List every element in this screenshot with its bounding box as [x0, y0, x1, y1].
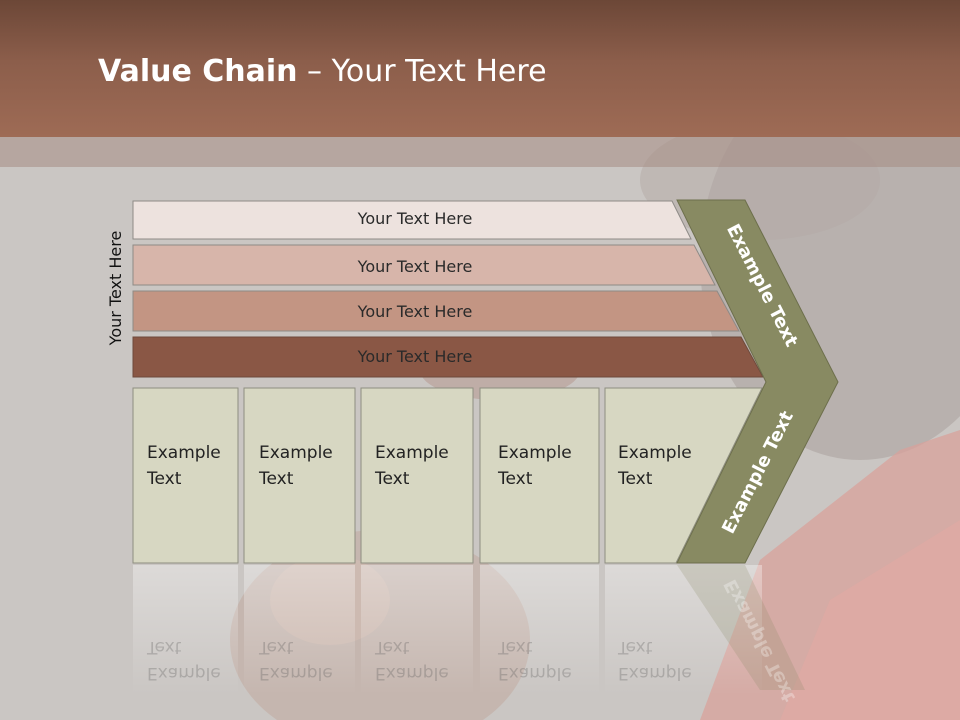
column-reflection-label-3: Example Text [375, 637, 449, 683]
slide-title: Value Chain – Your Text Here [98, 54, 547, 89]
title-underband [0, 137, 960, 167]
row-label-2: Your Text Here [357, 257, 473, 276]
column-label-2: Example Text [259, 443, 333, 489]
row-shape-3 [132, 290, 740, 332]
row-shape-2 [132, 244, 716, 286]
column-reflection-1 [133, 565, 238, 695]
column-reflection-2 [244, 565, 355, 695]
column-box-5 [604, 387, 763, 564]
column-reflection-label-4: Example Text [498, 637, 572, 683]
column-label-1: Example Text [147, 443, 221, 489]
row-label-3: Your Text Here [357, 302, 473, 321]
column-box-4 [479, 387, 600, 564]
row-label-1: Your Text Here [357, 209, 473, 228]
column-box-2 [243, 387, 356, 564]
row-label-4: Your Text Here [357, 347, 473, 366]
chevron-reflection [677, 565, 805, 690]
chevron-arrow [676, 199, 839, 564]
title-bar [0, 0, 960, 137]
row-shape-1 [132, 200, 692, 240]
column-label-5: Example Text [618, 443, 692, 489]
column-reflection-label-5: Example Text [618, 637, 692, 683]
column-label-4: Example Text [498, 443, 572, 489]
column-reflection-3 [361, 565, 473, 695]
column-label-3: Example Text [375, 443, 449, 489]
column-reflection-4 [480, 565, 599, 695]
title-rest: – Your Text Here [297, 54, 547, 89]
column-box-3 [360, 387, 474, 564]
column-reflection-label-1: Example Text [147, 637, 221, 683]
column-box-1 [132, 387, 239, 564]
column-reflection-5 [605, 565, 762, 695]
column-reflection-label-2: Example Text [259, 637, 333, 683]
title-bold: Value Chain [98, 54, 298, 89]
